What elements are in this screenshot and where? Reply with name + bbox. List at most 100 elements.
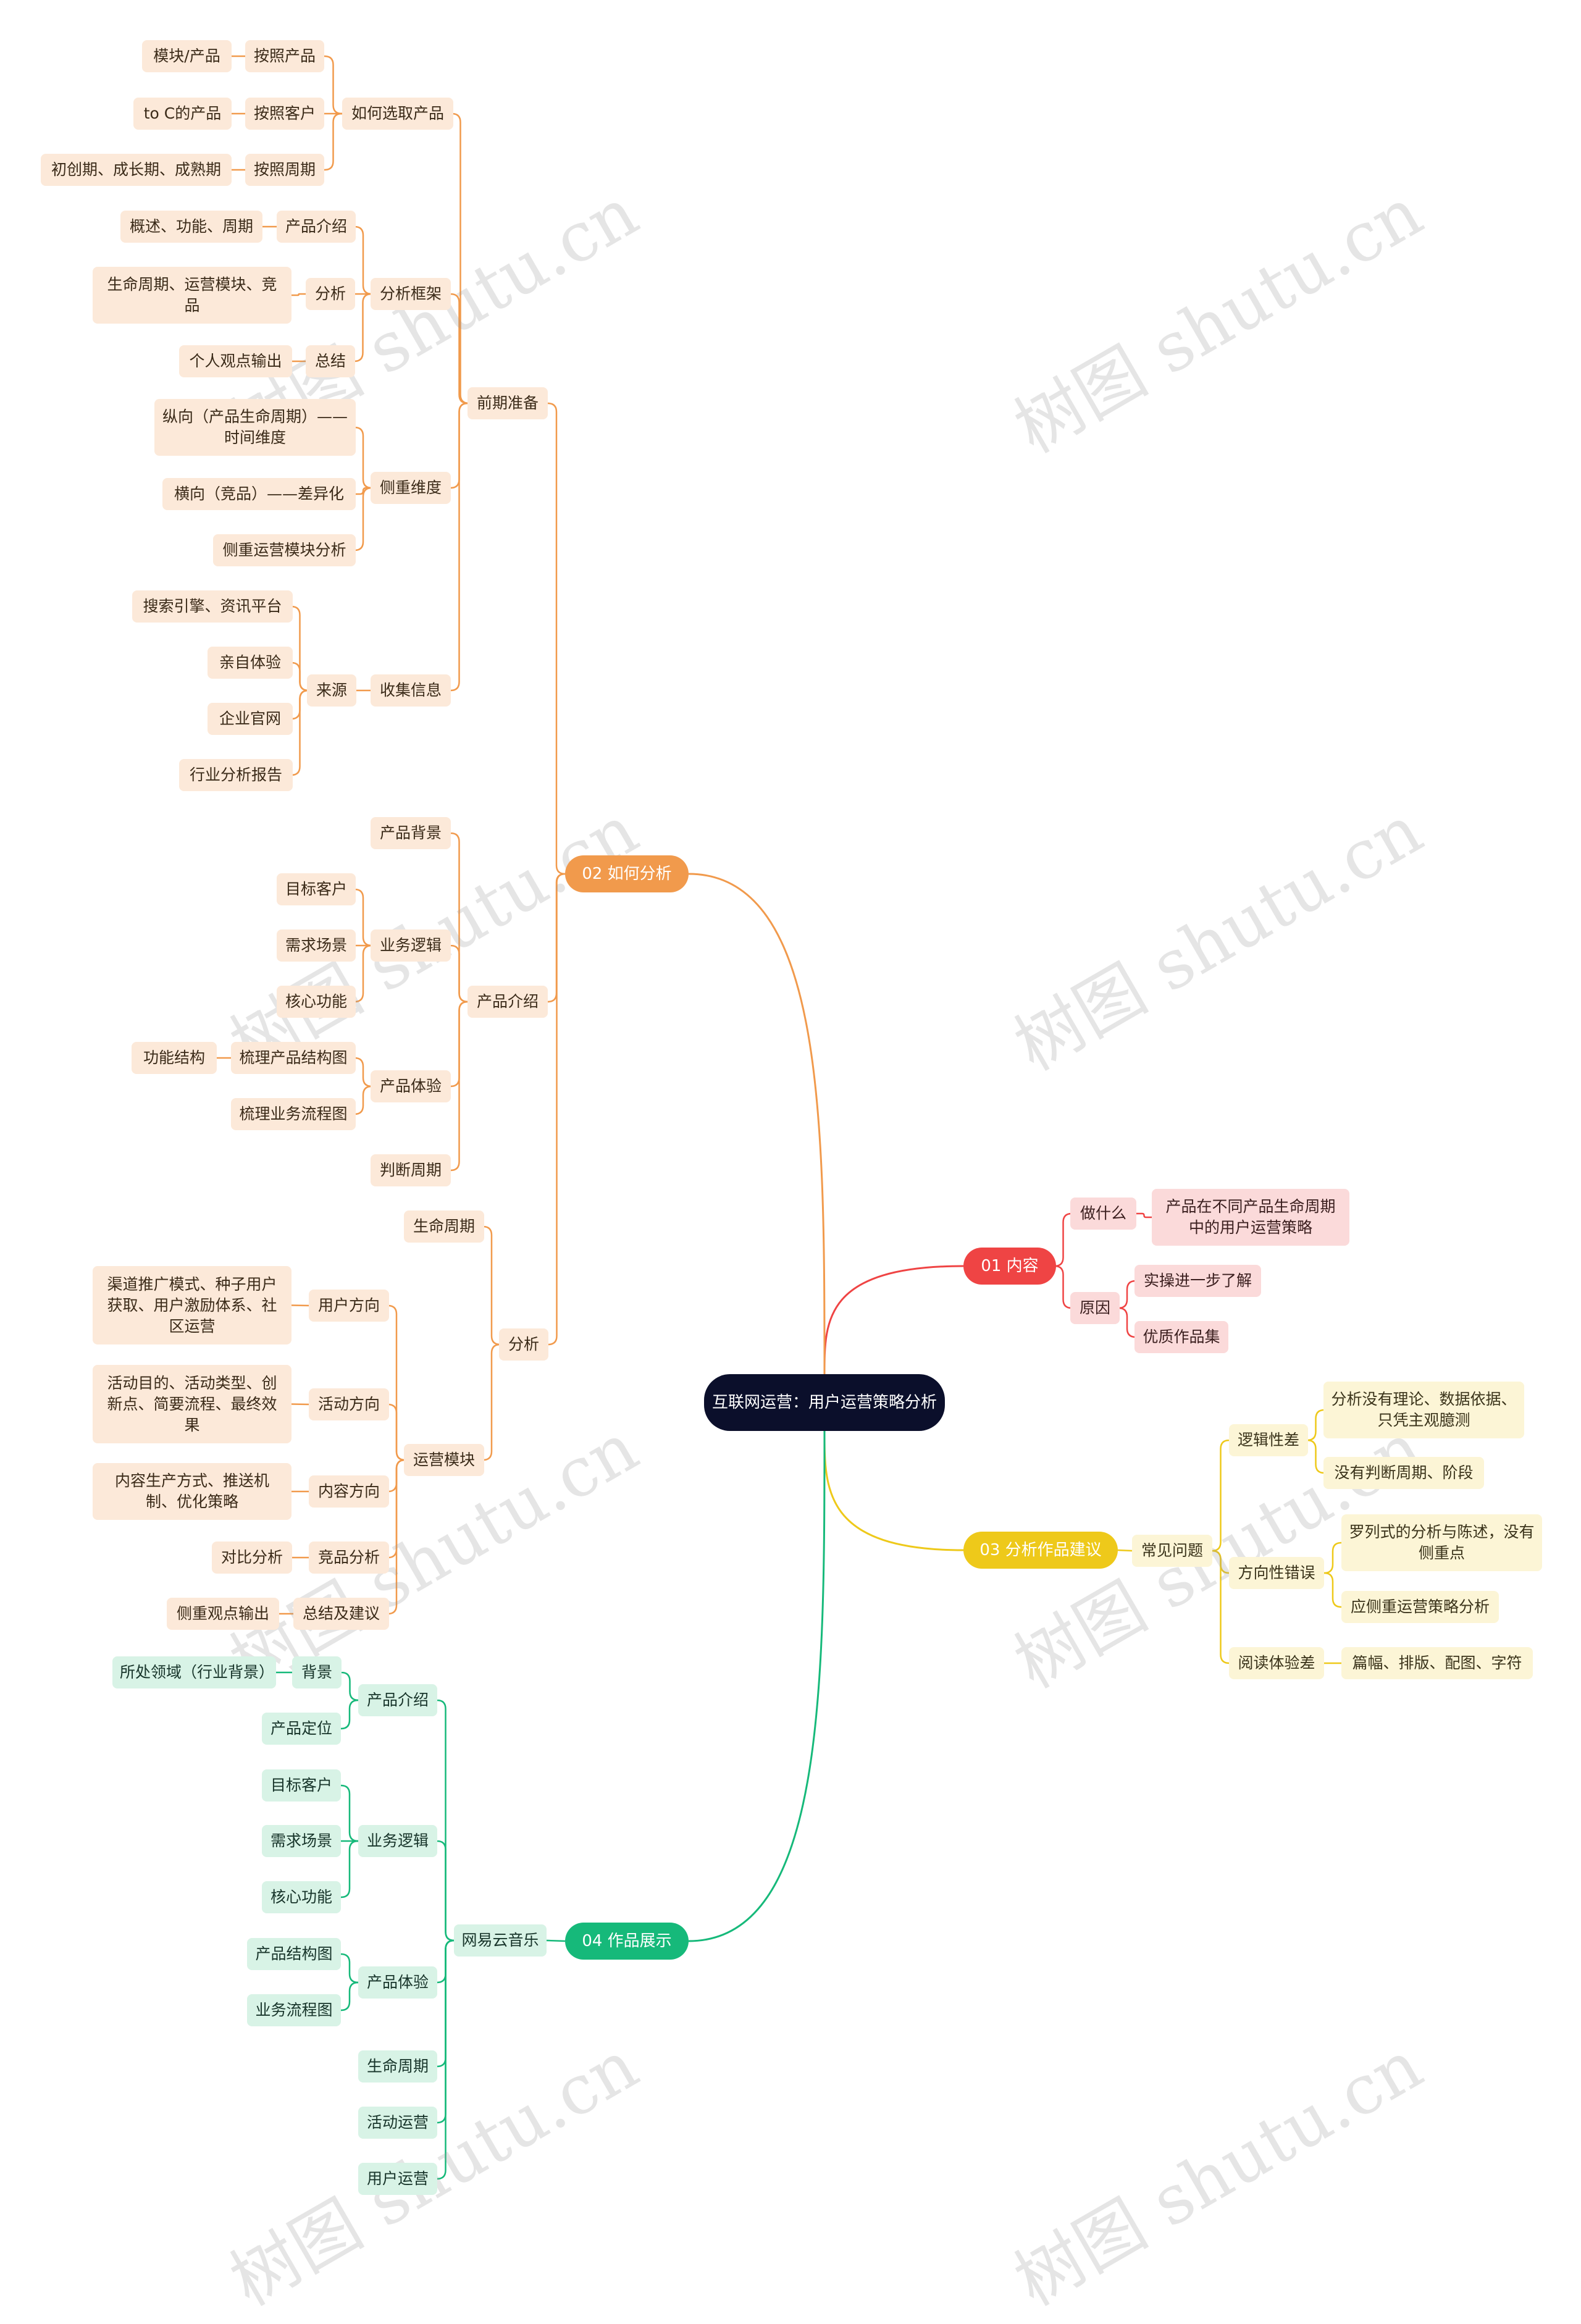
topic-node[interactable]: 梳理业务流程图: [231, 1098, 356, 1130]
connector-line: [340, 1784, 359, 1842]
topic-node[interactable]: 核心功能: [277, 986, 356, 1018]
topic-node[interactable]: 需求场景: [262, 1825, 341, 1857]
connector-line: [387, 1403, 406, 1461]
connector-line: [482, 1343, 501, 1461]
topic-node[interactable]: 业务逻辑: [358, 1825, 437, 1857]
topic-node[interactable]: 侧重维度: [371, 472, 451, 504]
topic-node[interactable]: 产品体验: [371, 1070, 451, 1102]
topic-node[interactable]: 目标客户: [262, 1769, 341, 1802]
topic-node[interactable]: 来源: [307, 674, 356, 707]
topic-node[interactable]: 阅读体验差: [1229, 1647, 1324, 1679]
connector-line: [354, 426, 372, 489]
topic-node[interactable]: 渠道推广模式、种子用户获取、用户激励体系、社区运营: [93, 1266, 291, 1344]
topic-node[interactable]: 总结及建议: [293, 1598, 389, 1630]
topic-node[interactable]: 产品介绍: [277, 211, 356, 243]
topic-node[interactable]: 产品介绍: [468, 986, 548, 1018]
topic-node[interactable]: 功能结构: [132, 1042, 217, 1074]
topic-node[interactable]: 侧重观点输出: [167, 1598, 279, 1630]
topic-node[interactable]: 逻辑性差: [1229, 1424, 1308, 1456]
connector-line: [1118, 1307, 1136, 1338]
branch-topic[interactable]: 04 作品展示: [565, 1923, 689, 1960]
connector-line: [354, 888, 372, 947]
topic-node[interactable]: 活动目的、活动类型、创新点、简要流程、最终效果: [93, 1365, 291, 1443]
topic-node[interactable]: 所处领域（行业背景）: [112, 1656, 276, 1688]
topic-node[interactable]: 判断周期: [371, 1154, 451, 1186]
topic-node[interactable]: 目标客户: [277, 873, 356, 905]
topic-node[interactable]: 生命周期: [358, 2050, 437, 2083]
connector-line: [688, 1430, 826, 1942]
topic-node[interactable]: 核心功能: [262, 1881, 341, 1913]
topic-node[interactable]: 产品定位: [262, 1713, 341, 1745]
topic-node[interactable]: 纵向（产品生命周期）——时间维度: [154, 399, 356, 456]
topic-node[interactable]: 背景: [292, 1656, 342, 1688]
branch-topic[interactable]: 03 分析作品建议: [963, 1532, 1118, 1569]
topic-node[interactable]: 内容方向: [309, 1475, 389, 1508]
topic-node[interactable]: 篇幅、排版、配图、字符: [1341, 1647, 1533, 1679]
connector-line: [291, 689, 309, 776]
topic-node[interactable]: 用户运营: [358, 2163, 437, 2195]
topic-node[interactable]: 运营模块: [404, 1444, 484, 1476]
topic-node[interactable]: 用户方向: [309, 1290, 389, 1322]
topic-node[interactable]: 生命周期、运营模块、竞品: [93, 267, 291, 324]
topic-node[interactable]: 总结: [306, 345, 355, 377]
topic-node[interactable]: 分析没有理论、数据依据、只凭主观臆测: [1323, 1382, 1524, 1438]
topic-node[interactable]: 活动运营: [358, 2107, 437, 2139]
topic-node[interactable]: 竞品分析: [309, 1542, 389, 1574]
topic-node[interactable]: 分析: [306, 278, 355, 310]
topic-node[interactable]: 行业分析报告: [179, 759, 293, 791]
topic-node[interactable]: 网易云音乐: [454, 1924, 547, 1957]
topic-node[interactable]: 概述、功能、周期: [120, 211, 262, 243]
connector-line: [450, 1000, 468, 1172]
connector-line: [354, 1085, 372, 1115]
topic-node[interactable]: 产品介绍: [358, 1684, 437, 1716]
connector-line: [1054, 1265, 1072, 1309]
topic-node[interactable]: 罗列式的分析与陈述，没有侧重点: [1341, 1514, 1542, 1571]
topic-node[interactable]: 分析: [499, 1328, 548, 1361]
connector-line: [291, 293, 306, 296]
topic-node[interactable]: 优质作品集: [1134, 1321, 1228, 1353]
topic-node[interactable]: 对比分析: [212, 1542, 292, 1574]
topic-node[interactable]: 收集信息: [371, 674, 451, 707]
root-topic[interactable]: 互联网运营：用户运营策略分析: [704, 1374, 945, 1431]
topic-node[interactable]: 常见问题: [1132, 1535, 1212, 1567]
topic-node[interactable]: 业务流程图: [247, 1994, 341, 2026]
topic-node[interactable]: 亲自体验: [208, 647, 293, 679]
topic-node[interactable]: 实操进一步了解: [1134, 1265, 1261, 1297]
topic-node[interactable]: 产品在不同产品生命周期中的用户运营策略: [1152, 1189, 1349, 1246]
topic-node[interactable]: 横向（竞品）——差异化: [162, 478, 356, 510]
topic-node[interactable]: 方向性错误: [1229, 1557, 1324, 1589]
topic-node[interactable]: 做什么: [1070, 1198, 1136, 1230]
topic-node[interactable]: 侧重运营模块分析: [213, 534, 356, 566]
topic-node[interactable]: 应侧重运营策略分析: [1341, 1591, 1499, 1623]
topic-node[interactable]: 初创期、成长期、成熟期: [41, 154, 232, 186]
topic-node[interactable]: 产品结构图: [247, 1938, 341, 1970]
topic-node[interactable]: 需求场景: [277, 929, 356, 962]
topic-node[interactable]: 分析框架: [371, 278, 451, 310]
topic-node[interactable]: to C的产品: [133, 98, 232, 130]
connector-line: [354, 225, 372, 295]
topic-node[interactable]: 个人观点输出: [179, 345, 292, 377]
topic-node[interactable]: 模块/产品: [142, 40, 232, 72]
topic-node[interactable]: 如何选取产品: [342, 98, 453, 130]
topic-node[interactable]: 产品体验: [358, 1966, 437, 1999]
topic-node[interactable]: 梳理产品结构图: [231, 1042, 356, 1074]
topic-node[interactable]: 前期准备: [468, 387, 548, 419]
connector-line: [823, 1265, 964, 1375]
topic-node[interactable]: 搜索引擎、资讯平台: [132, 590, 293, 623]
branch-topic[interactable]: 02 如何分析: [565, 855, 689, 892]
topic-node[interactable]: 生命周期: [404, 1210, 484, 1243]
topic-node[interactable]: 内容生产方式、推送机制、优化策略: [93, 1463, 291, 1520]
topic-node[interactable]: 按照产品: [245, 40, 324, 72]
connector-line: [450, 402, 468, 692]
branch-topic[interactable]: 01 内容: [963, 1248, 1056, 1285]
topic-node[interactable]: 按照客户: [245, 98, 324, 130]
topic-node[interactable]: 企业官网: [208, 703, 293, 735]
connector-line: [548, 873, 566, 1346]
connector-line: [450, 944, 468, 1003]
topic-node[interactable]: 没有判断周期、阶段: [1323, 1457, 1484, 1489]
topic-node[interactable]: 按照周期: [245, 154, 324, 186]
topic-node[interactable]: 原因: [1070, 1292, 1120, 1324]
topic-node[interactable]: 活动方向: [309, 1388, 389, 1420]
topic-node[interactable]: 产品背景: [371, 817, 451, 849]
topic-node[interactable]: 业务逻辑: [371, 929, 451, 962]
